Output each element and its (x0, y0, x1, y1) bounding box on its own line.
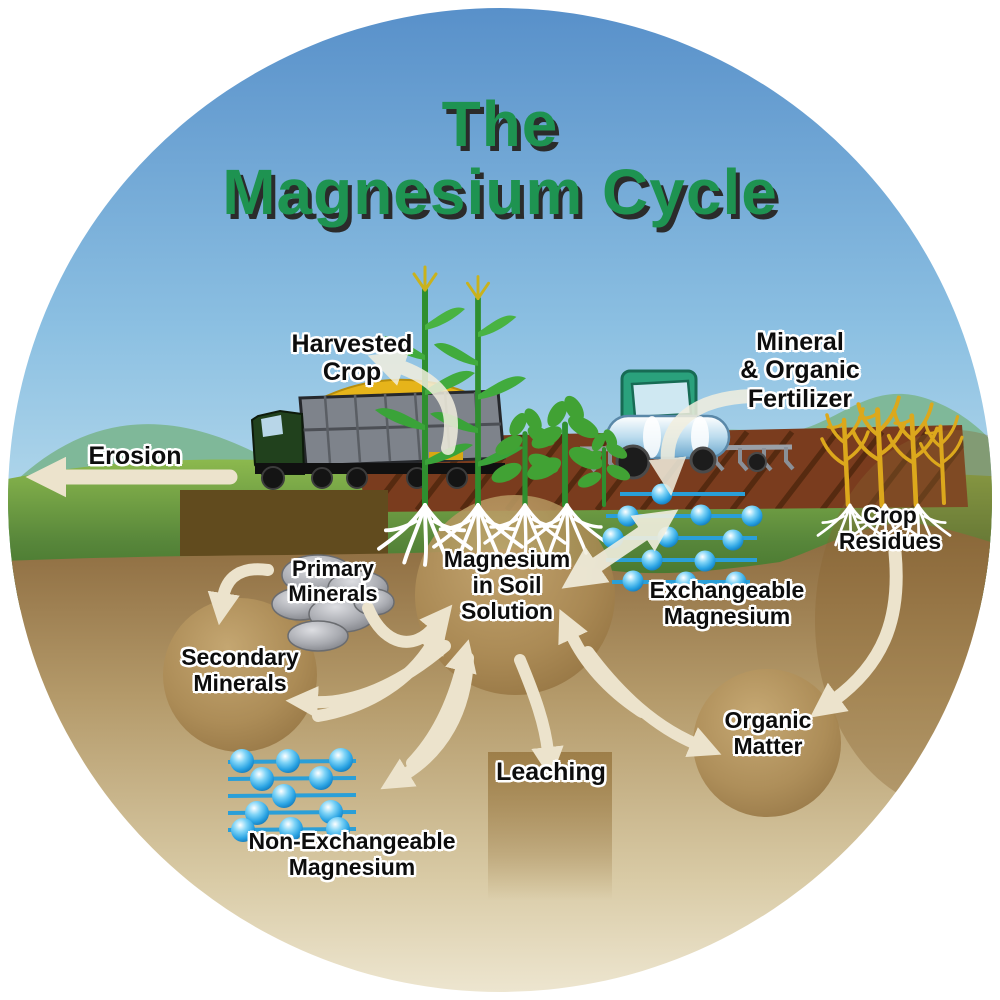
arrow-solution-to-organic (582, 646, 722, 758)
eroded-soil-block (180, 490, 388, 556)
arrow-solution-exchangeable-double (561, 509, 679, 589)
erosion-label: Erosion (88, 442, 182, 470)
crop-residues-label: Crop Residues (838, 502, 942, 554)
arrow-residues-to-organic (809, 545, 903, 718)
arrow-nonexchangeable-to-solution (406, 639, 477, 769)
non-exchangeable-label: Non-Exchangeable Magnesium (248, 828, 456, 880)
organic-matter-label: Organic Matter (724, 707, 812, 759)
arrow-harvest-uptake (367, 350, 459, 455)
exchangeable-label: Exchangeable Magnesium (649, 577, 805, 629)
primary-minerals-rocks (271, 554, 395, 652)
arrow-secondary-to-solution (312, 620, 447, 722)
flow-arrows (25, 350, 903, 790)
primary-minerals-label: Primary Minerals (288, 556, 378, 606)
harvested-crop-label: Harvested Crop (291, 330, 413, 387)
secondary-minerals-sphere (163, 598, 317, 752)
soil-solution-label: Magnesium in Soil Solution (443, 546, 571, 624)
diagram-title-line1: The (441, 88, 559, 160)
non-exchangeable-magnesium-structure (227, 748, 357, 842)
organic-matter-sphere (693, 669, 841, 817)
secondary-minerals-label: Secondary Minerals (181, 644, 299, 696)
arrow-fertilizer-input (648, 389, 759, 496)
arrow-solution-to-leaching (514, 654, 564, 780)
diagram-title-line2: Magnesium Cycle (222, 156, 778, 228)
tractor-illustration (579, 369, 795, 480)
fertilizer-label: Mineral & Organic Fertilizer (740, 328, 860, 413)
leaching-label: Leaching (496, 758, 606, 786)
arrow-primary-to-secondary (207, 563, 274, 626)
